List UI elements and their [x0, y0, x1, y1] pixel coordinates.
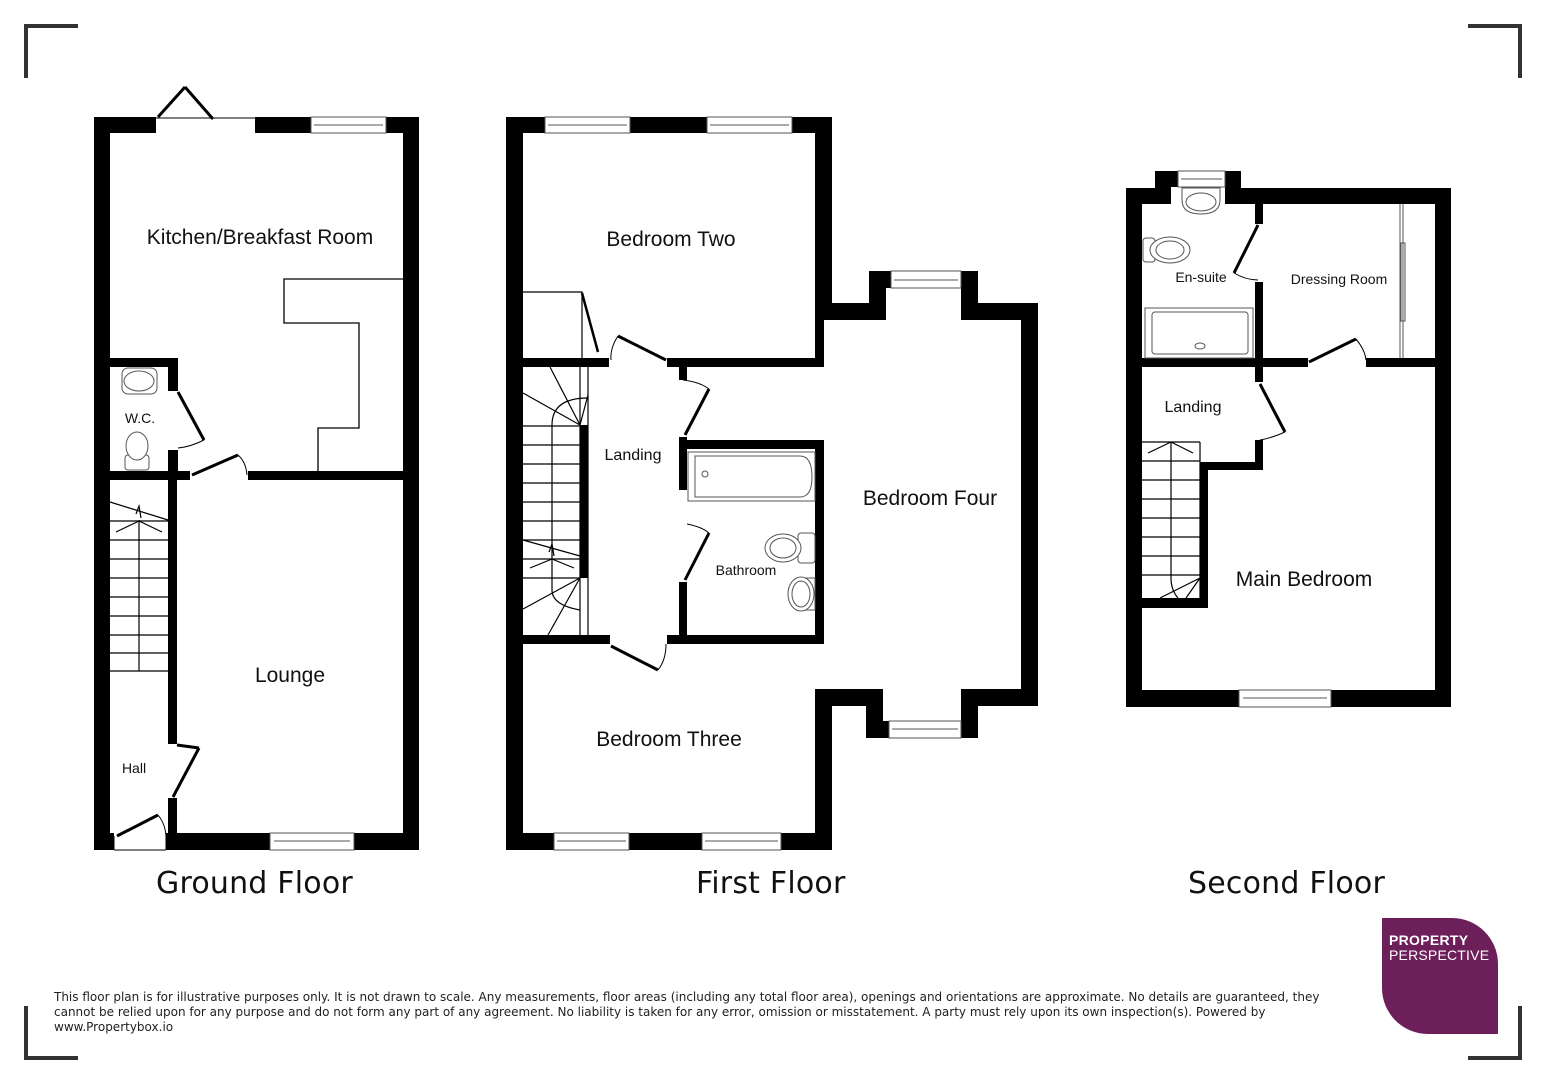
ground-floor-doors — [113, 391, 248, 851]
room-label-wc: W.C. — [125, 410, 155, 426]
floor-title-first: First Floor — [696, 866, 846, 901]
second-floor-windows — [1177, 170, 1332, 708]
brand-logo: PROPERTY PERSPECTIVE — [1382, 918, 1498, 1034]
room-label-bedroom-two: Bedroom Two — [606, 228, 735, 251]
corner-mark-bottom-right — [1468, 1006, 1522, 1060]
patio-door-icon — [156, 85, 255, 120]
room-label-bedroom-three: Bedroom Three — [596, 728, 742, 751]
second-floor-doors — [1232, 224, 1367, 441]
disclaimer-text: This floor plan is for illustrative purp… — [54, 990, 1320, 1034]
first-floor-staircase — [522, 366, 589, 636]
floor-title-second: Second Floor — [1188, 866, 1385, 901]
wc-fixtures — [121, 367, 158, 471]
room-label-landing: Landing — [605, 447, 662, 464]
room-label-dressing-room: Dressing Room — [1291, 271, 1387, 287]
room-label-bedroom-four: Bedroom Four — [863, 487, 997, 510]
ground-floor-windows — [269, 116, 387, 851]
bathroom-fixtures — [687, 451, 816, 612]
corner-mark-top-right — [1468, 24, 1522, 78]
logo-line-1: PROPERTY — [1389, 932, 1469, 948]
room-label-main-bedroom: Main Bedroom — [1236, 568, 1373, 591]
room-label-lounge: Lounge — [255, 664, 325, 687]
first-floor-walls — [506, 117, 1038, 850]
room-label-second-landing: Landing — [1165, 399, 1222, 416]
corner-mark-top-left — [24, 24, 78, 78]
logo-line-2: PERSPECTIVE — [1389, 947, 1490, 963]
first-floor-windows — [544, 116, 962, 851]
cupboard — [523, 291, 600, 358]
ground-floor-walls — [94, 117, 419, 850]
kitchen-counter — [283, 278, 403, 471]
second-floor-staircase — [1142, 441, 1201, 599]
corner-mark-bottom-left — [24, 1006, 78, 1060]
ground-floor-plan: Kitchen/Breakfast Room W.C. Lounge Hall — [94, 85, 419, 851]
second-floor-walls — [1126, 171, 1451, 707]
room-label-bathroom: Bathroom — [716, 562, 777, 578]
wardrobe — [1399, 204, 1406, 358]
floor-title-ground: Ground Floor — [156, 866, 353, 901]
first-floor-plan: Bedroom Two Landing Bathroom Bedroom Fou… — [506, 116, 1038, 851]
second-floor-plan: En-suite Dressing Room Landing Main Bedr… — [1126, 170, 1451, 708]
ground-floor-staircase — [109, 501, 169, 672]
room-label-hall: Hall — [122, 760, 146, 776]
room-label-kitchen: Kitchen/Breakfast Room — [147, 226, 373, 249]
room-label-ensuite: En-suite — [1175, 269, 1227, 285]
first-floor-doors — [610, 334, 711, 672]
ensuite-fixtures — [1142, 187, 1254, 359]
